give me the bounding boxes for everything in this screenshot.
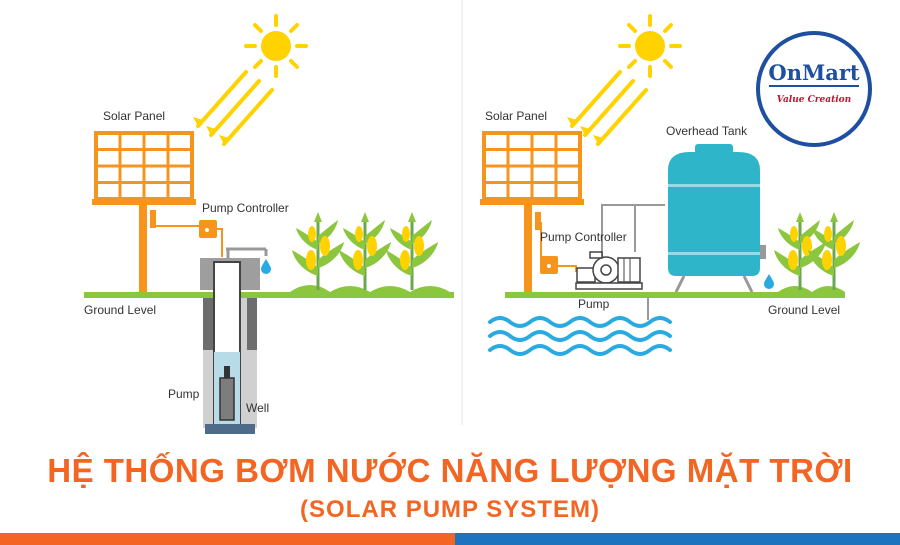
water-drop-icon [261,259,271,274]
solar-panel [478,131,586,207]
water-drop-icon [764,274,774,289]
page-title: HỆ THỐNG BƠM NƯỚC NĂNG LƯỢNG MẶT TRỜI [47,452,853,489]
sun-rays [191,70,274,146]
label-solar-panel-left: Solar Panel [103,109,165,123]
crop-icon [337,210,393,292]
label-overhead-tank: Overhead Tank [666,124,748,138]
sun-icon [244,14,308,78]
crop-icon [772,210,828,292]
right-diagram: Solar Panel Overhead Tank Pump Controlle… [478,14,862,356]
left-diagram: Solar Panel Pump Controller Ground Level… [84,14,454,434]
label-well: Well [246,401,269,415]
ground-level-line [84,292,454,298]
label-pump-left: Pump [168,387,200,401]
panel-mount [535,212,541,230]
footer-bar-blue [455,533,900,545]
sun-icon [618,14,682,78]
well [200,258,260,434]
label-pump-controller-right: Pump Controller [540,230,627,244]
water-source [488,316,672,356]
ground-level-line [505,292,845,298]
footer-bar-orange [0,533,455,545]
logo-tagline: Value Creation [777,95,851,105]
logo-brand: OnMart [768,60,859,85]
panel-pole [139,205,147,293]
crop-icon [384,210,440,292]
label-pump-right: Pump [578,297,610,311]
panel-pole [524,205,532,293]
submersible-pump [219,377,235,421]
page-subtitle: (SOLAR PUMP SYSTEM) [300,496,600,523]
label-ground-level-left: Ground Level [84,303,156,317]
surface-pump [575,251,643,290]
solar-panel [90,131,198,207]
crop-icon [290,210,346,292]
overhead-tank [668,144,760,293]
label-pump-controller-left: Pump Controller [202,201,289,215]
label-solar-panel-right: Solar Panel [485,109,547,123]
label-ground-level-right: Ground Level [768,303,840,317]
onmart-logo[interactable]: OnMart Value Creation [755,30,873,148]
panel-mount [150,210,156,228]
